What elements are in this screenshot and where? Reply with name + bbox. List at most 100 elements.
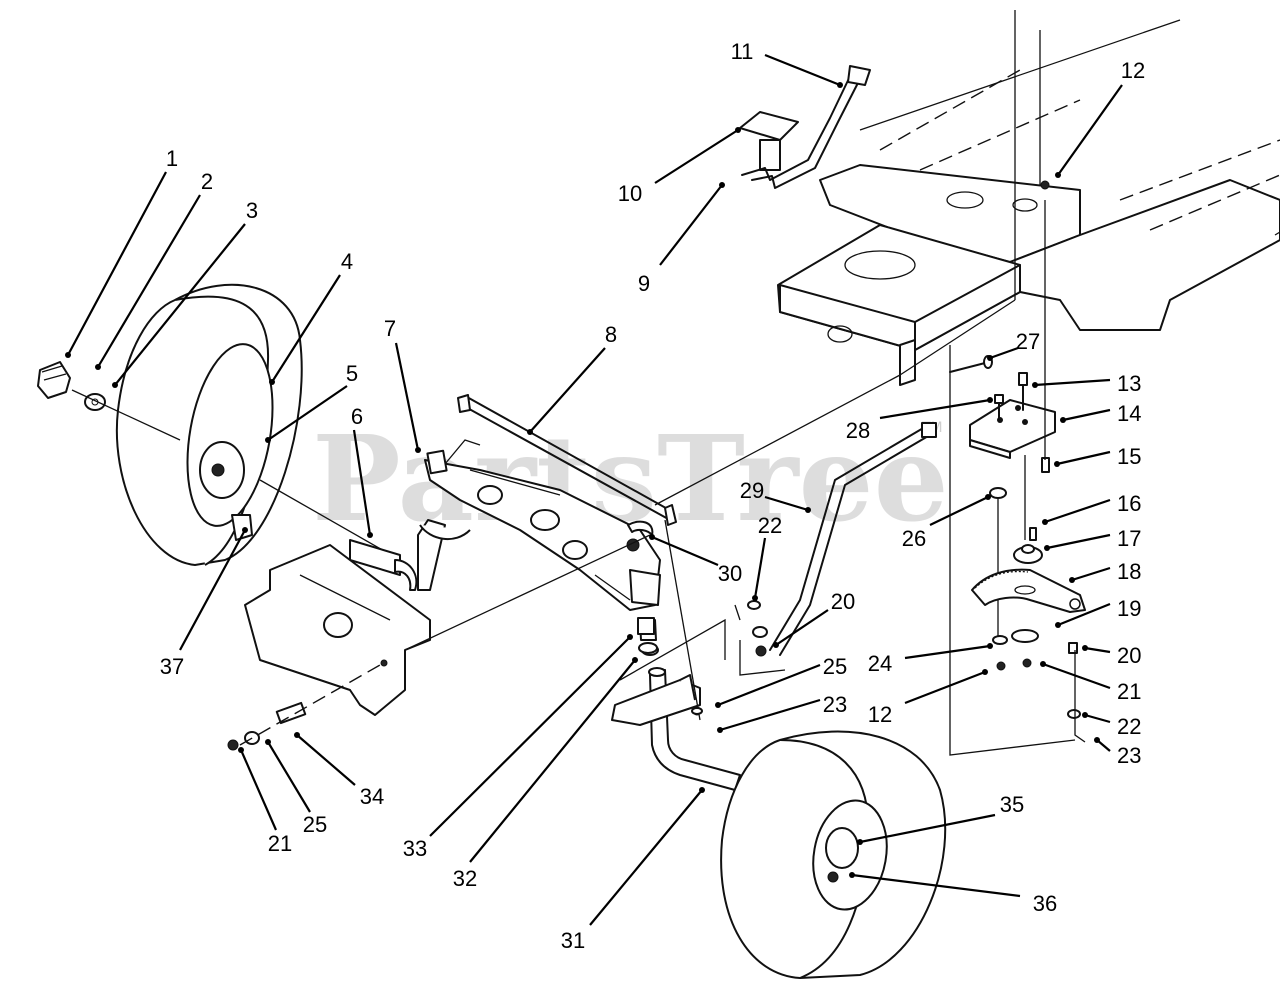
callout-10: 10 [618,127,741,206]
leader-line [1062,408,1111,422]
callout-34: 34 [294,732,384,809]
leader-dot [1060,417,1066,423]
callout-number: 33 [403,836,427,861]
callout-23: 23 [717,692,847,733]
callout-19: 19 [1055,596,1141,628]
callout-25: 25 [265,739,327,837]
leader-dot [715,702,721,708]
callout-31: 31 [561,787,705,953]
leader-dot [985,494,991,500]
leader-dot [367,532,373,538]
leader-line [654,129,739,184]
leader-dot [627,634,633,640]
callout-number: 16 [1117,491,1141,516]
leader-dot [1082,712,1088,718]
right-wheel-assembly [720,730,947,979]
leader-dot [95,364,101,370]
leader-dot [1032,382,1038,388]
callout-21: 21 [238,747,292,856]
callout-number: 21 [268,831,292,856]
callout-number: 7 [384,316,396,341]
callout-4: 4 [269,249,353,385]
callout-37: 37 [160,527,248,679]
leader-line [296,734,356,786]
leader-line [97,194,201,368]
leader-dot [1042,519,1048,525]
left-wheel-assembly [37,283,401,566]
leader-line [651,535,719,567]
callout-number: 20 [831,589,855,614]
callout-17: 17 [1044,526,1141,551]
leader-dot [1094,737,1100,743]
callout-11: 11 [731,39,843,88]
callout-number: 3 [246,198,258,223]
callout-35: 35 [857,792,1024,845]
leader-dot [294,732,300,738]
leader-dot [112,382,118,388]
callout-15: 15 [1054,444,1141,469]
leader-line [859,813,996,844]
callout-number: 24 [868,651,892,676]
leader-dot [1054,461,1060,467]
valve-stem [231,514,253,541]
callout-27: 27 [987,329,1040,361]
leader-dot [65,352,71,358]
steering-components [619,180,1086,756]
leader-line [179,529,246,651]
leader-dot [849,872,855,878]
leader-dot [632,657,638,663]
callout-3: 3 [112,198,258,388]
callout-25: 25 [715,654,847,708]
hub-cap [37,361,71,399]
leader-line [429,636,631,837]
leader-dot [719,182,725,188]
leader-line [469,659,636,863]
callout-14: 14 [1060,401,1141,426]
leader-line [1057,602,1111,627]
axle-cover [244,534,651,716]
callout-number: 29 [740,478,764,503]
callout-number: 22 [758,513,782,538]
callout-18: 18 [1069,559,1141,584]
callout-number: 36 [1033,891,1057,916]
callout-30: 30 [649,534,742,586]
callout-number: 11 [731,39,754,64]
front-axle [424,439,661,611]
leader-dot [1055,172,1061,178]
leader-line [764,53,841,87]
leader-line [1034,378,1111,387]
leader-line [589,789,703,926]
leader-dot [265,437,271,443]
leader-dot [1055,622,1061,628]
callout-number: 14 [1117,401,1141,426]
leader-line [929,496,989,526]
spindle-left [349,519,471,591]
steering-shaft [739,65,871,189]
leader-line [239,749,278,831]
callout-number: 17 [1117,526,1141,551]
callout-number: 25 [303,812,327,837]
leader-line [904,670,986,705]
leader-line [764,495,809,512]
leader-dot [735,127,741,133]
callout-7: 7 [384,316,421,453]
callout-number: 21 [1117,679,1141,704]
leader-line [1084,646,1111,654]
leader-line [271,274,341,383]
leader-line [529,347,606,433]
callout-9: 9 [638,182,725,296]
leader-dot [1044,545,1050,551]
leader-line [851,873,1021,898]
leader-line [717,663,821,707]
leader-dot [717,727,723,733]
leader-line [67,171,167,356]
callout-6: 6 [351,404,373,538]
callout-number: 37 [160,654,184,679]
leader-dot [269,379,275,385]
leader-line [1044,498,1111,524]
callout-21: 21 [1040,661,1141,704]
leader-line [1046,533,1111,550]
callout-2: 2 [95,169,213,370]
leader-dot [982,669,988,675]
